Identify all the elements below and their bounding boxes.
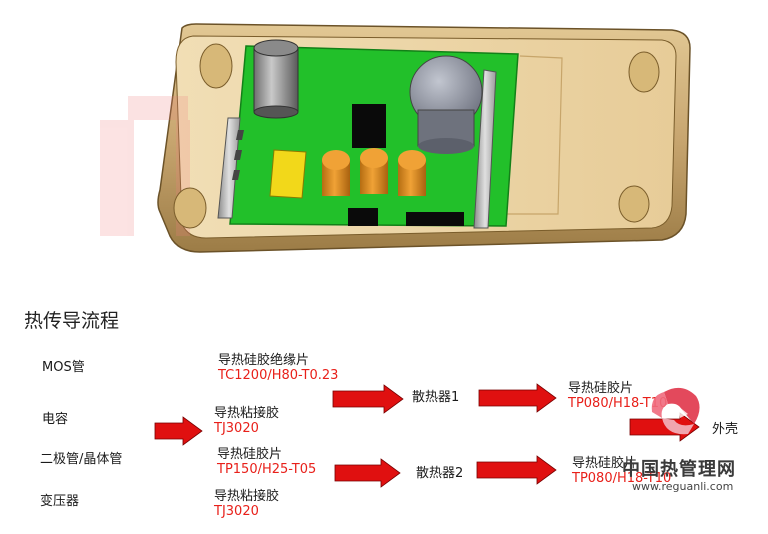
source-transformer: 变压器: [40, 494, 80, 509]
material-name-2: 导热粘接胶: [214, 406, 280, 421]
chip-bottom-2: [406, 212, 464, 226]
arrow-material3-to-heatsink2: [334, 458, 401, 488]
screw-posts: [173, 43, 660, 229]
material-code-3: TP150/H25-T05: [217, 462, 317, 477]
pad-name-2: 导热硅胶片: [572, 456, 638, 471]
heatsink-2-label: 散热器2: [416, 466, 464, 481]
shell-label: 外壳: [712, 422, 739, 437]
arrow-sources-to-materials: [154, 416, 203, 446]
material-name-1: 导热硅胶绝缘片: [218, 353, 310, 368]
cylinder-capacitor: [253, 39, 299, 119]
arrow-heatsink2-to-pad2: [476, 455, 557, 485]
watermark-url: www.reguanli.com: [632, 480, 734, 493]
heatsink-right: [473, 69, 497, 229]
source-diode-transistor: 二极管/晶体管: [40, 452, 123, 467]
pad-code-1: TP080/H18-T10: [568, 396, 668, 411]
material-code-4: TJ3020: [214, 504, 259, 519]
arrow-material1-to-heatsink1: [332, 384, 404, 414]
yellow-component: [269, 149, 307, 199]
source-capacitor: 电容: [42, 412, 69, 427]
chip-bottom-1: [348, 208, 378, 226]
electrolytic-capacitor: [409, 55, 483, 154]
heatsink-1-label: 散热器1: [412, 390, 460, 405]
page-title: 热传导流程: [24, 310, 120, 332]
pad-code-2: TP080/H18-T10: [572, 471, 672, 486]
heatsink-left: [217, 117, 241, 219]
watermark-logo-icon: [651, 387, 700, 435]
mos-chip: [352, 104, 386, 148]
pad-name-1: 导热硅胶片: [568, 381, 634, 396]
arrow-heatsink1-to-pad1: [478, 383, 557, 413]
material-code-2: TJ3020: [214, 421, 259, 436]
watermark-text: 中国热管理网: [622, 459, 736, 480]
device-illustration: [100, 23, 691, 253]
orange-capacitors: [322, 148, 426, 196]
material-code-1: TC1200/H80-T0.23: [218, 368, 339, 383]
material-name-3: 导热硅胶片: [217, 447, 283, 462]
source-mos: MOS管: [42, 360, 85, 375]
material-name-4: 导热粘接胶: [214, 489, 280, 504]
